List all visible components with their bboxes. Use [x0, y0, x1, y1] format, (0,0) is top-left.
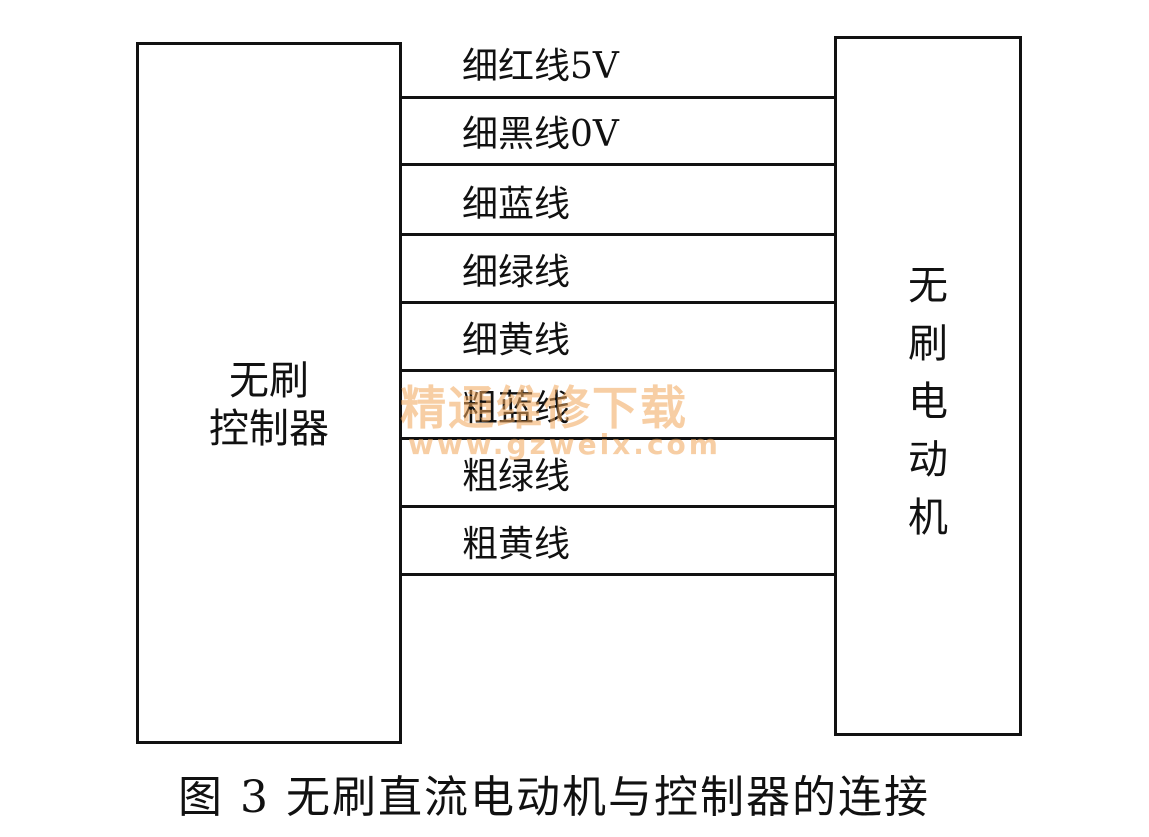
wire-label: 细绿线: [462, 252, 571, 293]
controller-label-line2: 控制器: [209, 406, 329, 452]
motor-box: 无 刷 电 动 机: [834, 36, 1022, 736]
wire-label: 细黄线: [462, 320, 571, 361]
wire-label: 粗黄线: [462, 524, 571, 565]
motor-label-char: 机: [908, 495, 948, 541]
motor-label: 无 刷 电 动 机: [837, 257, 1019, 547]
watermark-title: 精通维修下载: [400, 381, 688, 435]
motor-label-char: 动: [908, 437, 948, 483]
wire-line: [402, 96, 834, 99]
wire-label: 细黑线0V: [462, 114, 619, 155]
watermark-url: www.gzweix.com: [408, 428, 721, 461]
wire-line: [402, 505, 834, 508]
controller-label-line1: 无刷: [229, 358, 309, 404]
wire-line: [402, 301, 834, 304]
wire-line: [402, 369, 834, 372]
motor-label-char: 电: [908, 379, 948, 425]
figure-caption: 图 3 无刷直流电动机与控制器的连接: [178, 772, 930, 823]
wire-line: [402, 437, 834, 440]
wire-label: 细红线5V: [462, 46, 619, 87]
controller-label: 无刷 控制器: [139, 357, 399, 453]
wire-line: [402, 233, 834, 236]
wire-label: 粗蓝线: [462, 388, 571, 429]
motor-label-char: 无: [908, 263, 948, 309]
motor-label-char: 刷: [908, 321, 948, 367]
controller-box: 无刷 控制器: [136, 42, 402, 744]
wire-line: [402, 573, 834, 576]
wire-line: [402, 163, 834, 166]
wire-label: 细蓝线: [462, 184, 571, 225]
wire-label: 粗绿线: [462, 456, 571, 497]
